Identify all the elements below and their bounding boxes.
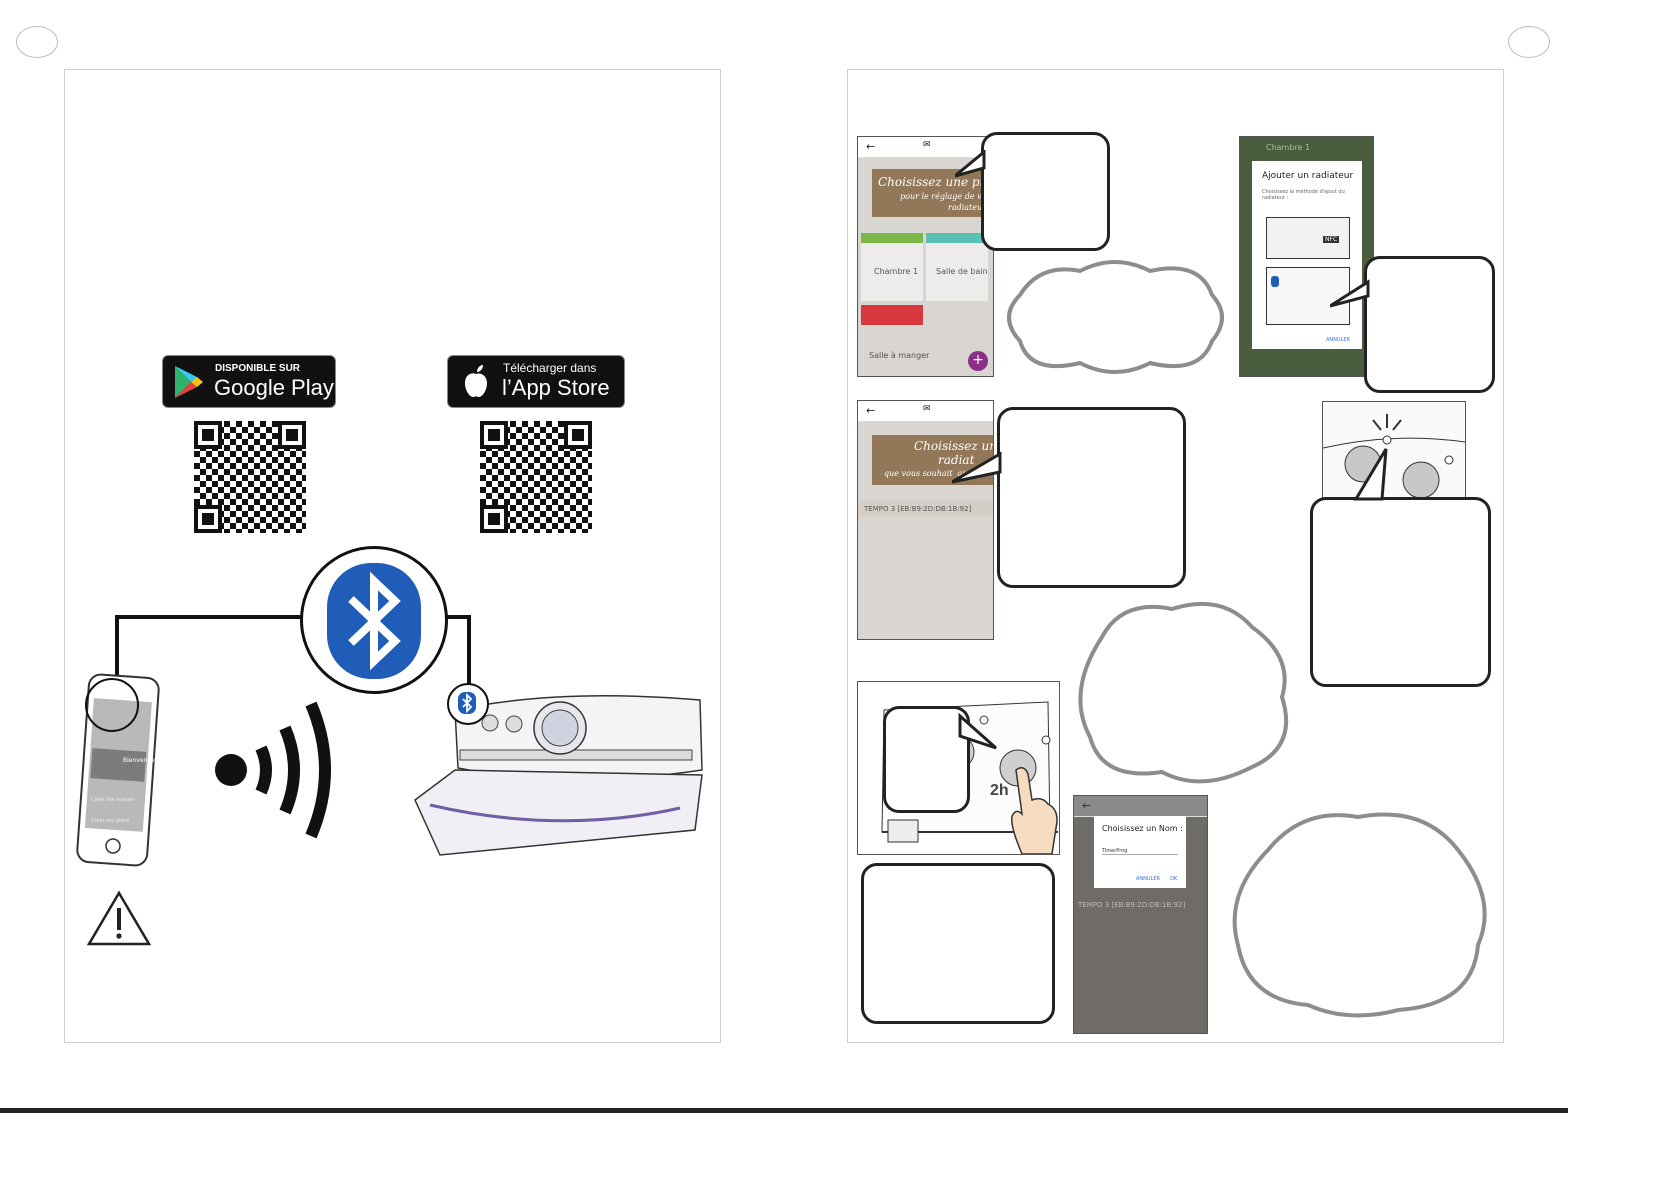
left-page: DISPONIBLE SUR Google Play Télécharger d…	[64, 69, 721, 1043]
app-top-bar: ←	[1074, 796, 1207, 817]
dialog-cancel-button[interactable]: ANNULER	[1326, 337, 1350, 343]
radiator-banner-title: Choisissez un	[914, 439, 994, 453]
room-tile-dining[interactable]: Salle à manger	[861, 305, 929, 373]
device-list-item[interactable]: TEMPO 3 [EB:B9:2D:DB:1B:92]	[858, 501, 993, 517]
phone-screen-welcome: Bienvenue	[123, 757, 155, 764]
back-arrow-icon[interactable]: ←	[866, 404, 876, 417]
dialog-title: Ajouter un radiateur	[1262, 171, 1354, 181]
device-button-closeup	[1322, 401, 1466, 505]
add-room-button[interactable]: +	[968, 351, 988, 371]
back-arrow-icon[interactable]: ←	[866, 140, 876, 153]
page-corner-mark	[16, 26, 58, 58]
callout-pointer	[1353, 448, 1388, 501]
callout-box	[1364, 256, 1495, 393]
google-play-badge[interactable]: DISPONIBLE SUR Google Play	[162, 355, 336, 408]
back-arrow-icon[interactable]: ←	[1082, 799, 1092, 812]
google-play-qr-code[interactable]	[194, 421, 306, 533]
bluetooth-icon	[458, 692, 476, 714]
callout-pointer	[952, 451, 1002, 484]
room-label-dining: Salle à manger	[869, 351, 930, 360]
bluetooth-icon	[1271, 276, 1279, 287]
warning-icon	[87, 890, 151, 946]
google-play-line1: DISPONIBLE SUR	[215, 363, 301, 374]
bottom-rule	[0, 1108, 1568, 1113]
keypad-closeup-drawing	[1323, 414, 1465, 499]
app-screen-choose-name: ← TEMPO 3 [EB:B9:2D:DB:1B:92] Choisissez…	[1073, 795, 1208, 1034]
device-bluetooth-highlight	[447, 683, 489, 725]
callout-box	[883, 706, 970, 813]
page-corner-mark	[1508, 26, 1550, 58]
callout-box	[981, 132, 1110, 251]
app-screen-choose-room: ← ✉ Choisissez une pièce pour le réglage…	[857, 136, 994, 377]
nfc-label: NFC	[1323, 236, 1340, 243]
room-label-bathroom: Salle de bain	[936, 267, 988, 276]
device-list-item: TEMPO 3 [EB:B9:2D:DB:1B:92]	[1078, 901, 1186, 909]
app-top-bar: ← ✉	[858, 401, 993, 422]
app-store-qr-code[interactable]	[480, 421, 592, 533]
wifi-signal-icon	[215, 701, 331, 839]
bluetooth-circle	[300, 546, 448, 694]
connection-lines	[115, 615, 471, 690]
callout-pointer	[1330, 279, 1370, 308]
name-dialog-title: Choisissez un Nom :	[1102, 824, 1183, 833]
room-banner-sub: pour le réglage de vo	[900, 192, 987, 201]
name-dialog-cancel[interactable]: ANNULER	[1136, 876, 1160, 882]
add-radiator-dialog: Ajouter un radiateur Choisissez la métho…	[1252, 161, 1362, 349]
callout-box	[861, 863, 1055, 1024]
room-banner-sub2: radiateur	[948, 203, 986, 212]
app-store-line1: Télécharger dans	[503, 361, 597, 375]
radiator-banner-sub: radiat	[938, 453, 975, 467]
callout-pointer	[958, 712, 997, 750]
radiator-control-box	[414, 695, 703, 856]
tap-hand-icon	[1010, 767, 1058, 854]
name-dialog: Choisissez un Nom : TimerProg ANNULER OK	[1094, 816, 1186, 888]
room-banner: Choisissez une pièce pour le réglage de …	[872, 169, 994, 217]
phone-app-header-highlight	[85, 678, 139, 732]
apple-icon	[465, 365, 487, 397]
phone-screen-create-house: Créer ma maison	[91, 797, 134, 803]
room-tile-bedroom[interactable]: Chambre 1	[861, 233, 923, 301]
sync-icon[interactable]: ✉	[923, 404, 931, 414]
keypad-label: 2h	[990, 782, 1009, 799]
app-screen-add-radiator: Chambre 1 Ajouter un radiateur Choisisse…	[1239, 136, 1374, 377]
callout-pointer	[955, 150, 986, 178]
cloud-callout	[1232, 812, 1487, 1018]
app-screen-choose-radiator: ← ✉ Choisissez un radiat que vous souhai…	[857, 400, 994, 640]
room-banner-title: Choisissez une pièce	[878, 175, 994, 189]
cloud-callout	[1078, 601, 1289, 784]
dialog-text: Choisissez la méthode d'ajout du radiate…	[1262, 189, 1345, 201]
room-tile-bathroom[interactable]: Salle de bain	[926, 233, 988, 301]
app-top-bar: ← ✉	[858, 137, 993, 158]
radiator-banner: Choisissez un radiat que vous souhait aj…	[872, 435, 994, 485]
sync-icon[interactable]: ✉	[923, 140, 931, 150]
google-play-icon	[175, 366, 203, 398]
name-input[interactable]: TimerProg	[1102, 848, 1178, 855]
callout-box	[997, 407, 1186, 588]
cloud-callout	[1007, 260, 1224, 374]
bluetooth-icon	[327, 563, 421, 679]
phone-screen-create-room: Créer ma pièce	[91, 818, 130, 824]
screen-header: Chambre 1	[1266, 143, 1311, 152]
app-store-line2: l’App Store	[502, 375, 610, 400]
google-play-line2: Google Play	[214, 375, 334, 400]
name-dialog-ok[interactable]: OK	[1170, 876, 1178, 882]
nfc-method-option[interactable]: NFC	[1266, 217, 1350, 259]
app-store-badge[interactable]: Télécharger dans l’App Store	[447, 355, 625, 408]
room-label-bedroom: Chambre 1	[874, 267, 919, 276]
callout-box	[1310, 497, 1491, 687]
